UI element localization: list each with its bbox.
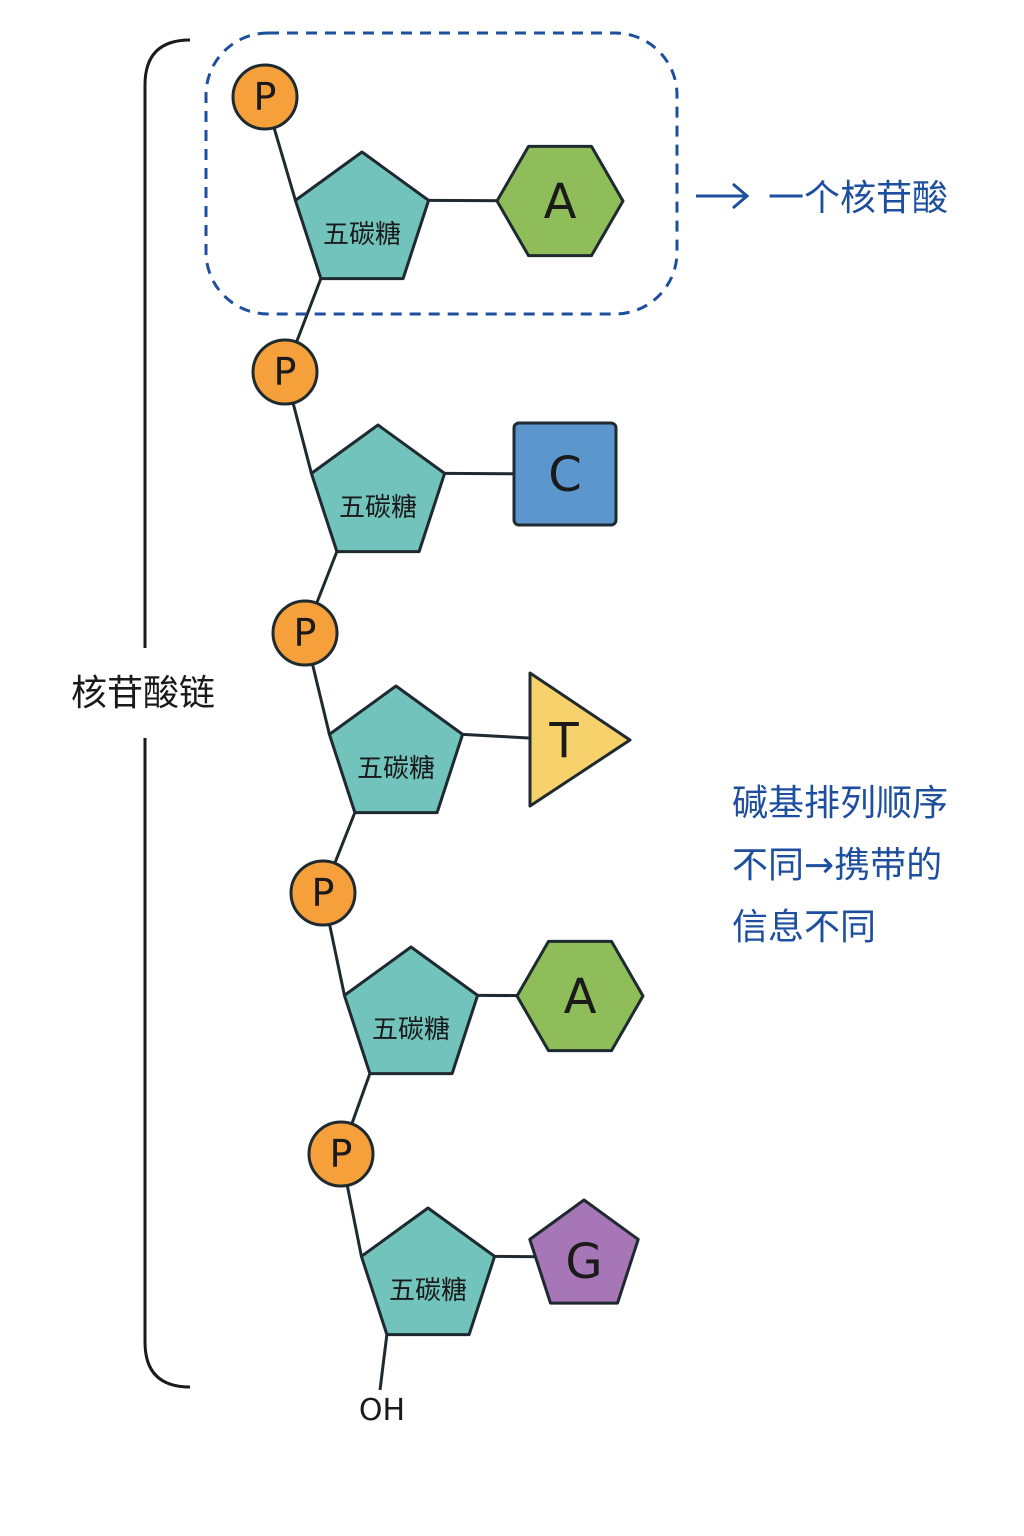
phosphate-circle	[307, 1120, 375, 1188]
nucleotide-units: P 五碳糖 A P 五碳糖 C P 五碳糖 T P 五碳糖 A P 五碳糖 G	[231, 63, 645, 1337]
nucleotide-unit: P 五碳糖 A	[231, 63, 625, 281]
phosphate-label: P	[274, 350, 297, 394]
chain-bracket	[143, 38, 191, 1389]
nucleotide-unit: P 五碳糖 T	[271, 599, 632, 815]
phosphate-label: P	[254, 75, 277, 119]
nucleotide-label: 一个核苷酸	[768, 178, 948, 219]
nucleotide-highlight-box	[204, 31, 679, 316]
nucleotide-unit: P 五碳糖 C	[251, 338, 618, 554]
chain-label: 核苷酸链	[71, 673, 215, 714]
base-pentagon	[528, 1198, 640, 1305]
nucleotide-unit: P 五碳糖 A	[289, 859, 645, 1076]
sequence-note-line-2: 不同→携带的	[732, 845, 942, 886]
phosphate-circle	[289, 859, 357, 927]
phosphate-label: P	[330, 1132, 353, 1176]
phosphate-circle	[271, 599, 339, 667]
base-hexagon	[515, 939, 645, 1053]
base-triangle	[528, 671, 632, 808]
phosphate-circle	[251, 338, 319, 406]
base-square	[512, 421, 618, 527]
sequence-note-line-1: 碱基排列顺序	[732, 783, 948, 824]
phosphate-circle	[231, 63, 299, 131]
sugar-label: 五碳糖	[389, 1276, 467, 1306]
terminal-oh-label: OH	[359, 1393, 405, 1428]
base-letter: A	[544, 174, 577, 230]
base-letter: T	[548, 713, 579, 769]
sugar-label: 五碳糖	[372, 1015, 450, 1045]
sugar-pentagon	[342, 945, 480, 1076]
terminal-oh-bond	[378, 1334, 389, 1391]
base-hexagon	[495, 144, 625, 258]
phosphate-label: P	[294, 611, 317, 655]
arrow-icon	[696, 182, 750, 210]
sugar-label: 五碳糖	[323, 220, 401, 250]
sugar-pentagon	[359, 1206, 497, 1337]
phosphate-label: P	[312, 871, 335, 915]
sugar-label: 五碳糖	[339, 493, 417, 523]
base-letter: A	[564, 969, 597, 1025]
base-letter: G	[565, 1234, 602, 1290]
base-letter: C	[548, 447, 582, 503]
sugar-pentagon	[309, 423, 447, 554]
sequence-note-line-3: 信息不同	[732, 907, 876, 948]
sugar-pentagon	[327, 684, 465, 815]
sugar-label: 五碳糖	[357, 754, 435, 784]
nucleotide-unit: P 五碳糖 G	[307, 1120, 640, 1337]
sugar-pentagon	[293, 150, 431, 281]
